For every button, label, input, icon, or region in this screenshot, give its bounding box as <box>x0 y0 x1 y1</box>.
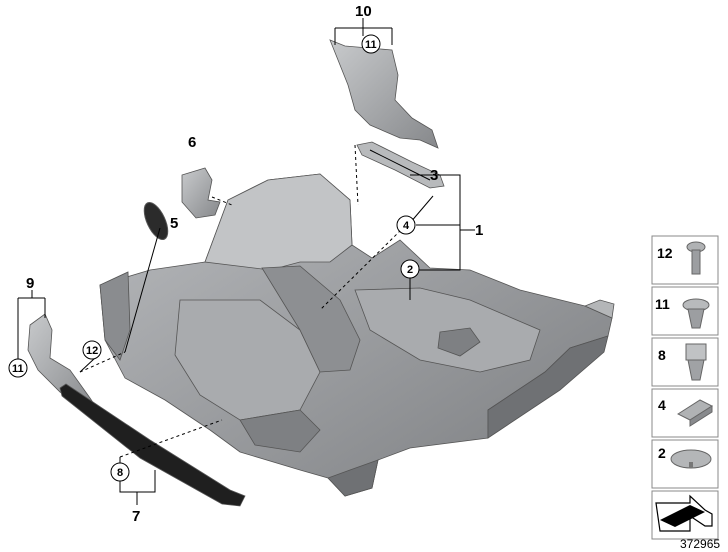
part-6-bracket <box>181 167 221 219</box>
callout-8: 8 <box>117 467 123 479</box>
legend-cell-8 <box>651 337 719 387</box>
callout-4-circle <box>396 215 416 235</box>
callout-9: 9 <box>26 275 34 292</box>
callout-10: 10 <box>355 3 372 20</box>
callout-6: 6 <box>188 134 196 151</box>
callout-labels: 10 11 3 1 4 2 6 5 9 11 12 8 7 <box>8 3 483 525</box>
callout-12: 12 <box>86 345 98 357</box>
clip-nut-icon <box>685 343 707 381</box>
callout-12-circle <box>82 340 102 360</box>
callout-7: 7 <box>132 508 140 525</box>
callout-11-circle-top <box>361 34 381 54</box>
expanding-rivet-icon <box>682 298 710 329</box>
callout-1: 1 <box>475 222 483 239</box>
floor-carpet-part <box>99 173 615 497</box>
legend-num-2: 2 <box>658 445 666 461</box>
callout-2: 2 <box>407 264 413 276</box>
clip-icon <box>676 399 714 427</box>
screw-icon <box>686 241 706 275</box>
callout-11-left: 11 <box>12 363 24 375</box>
legend-num-11: 11 <box>655 296 670 312</box>
callout-5: 5 <box>170 215 178 232</box>
legend-num-8: 8 <box>658 347 666 363</box>
part-5-sound-insulation <box>143 201 169 241</box>
callout-2-circle <box>400 259 420 279</box>
callout-8-circle <box>110 462 130 482</box>
callout-4: 4 <box>403 220 410 232</box>
image-reference-number: 372965 <box>680 537 720 551</box>
callout-11-top: 11 <box>365 39 377 51</box>
direction-arrow-icon <box>655 494 713 532</box>
part-7-sill-strip <box>59 383 246 507</box>
legend-cell-11 <box>651 286 719 336</box>
legend-num-4: 4 <box>658 397 666 413</box>
callout-3: 3 <box>430 167 438 184</box>
fastener-legend: 12 11 8 4 2 <box>651 235 720 551</box>
legend-cell-12 <box>651 235 719 285</box>
legend-num-12: 12 <box>657 245 673 261</box>
callout-11-circle-left <box>8 358 28 378</box>
leader-lines <box>17 18 475 505</box>
part-10-trim-panel <box>329 39 439 149</box>
round-plug-icon <box>670 449 712 469</box>
